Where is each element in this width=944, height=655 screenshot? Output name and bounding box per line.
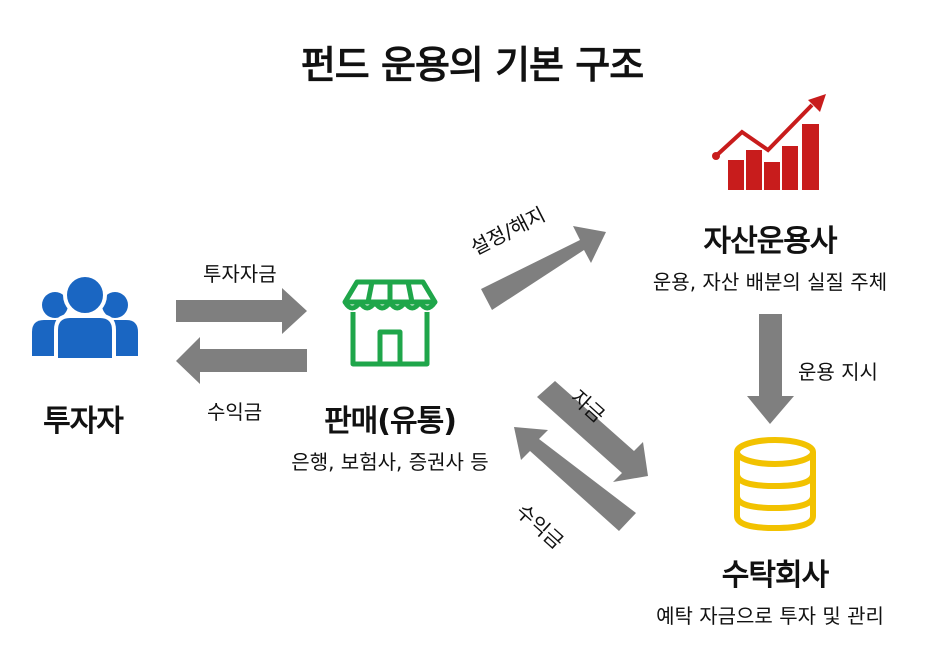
trustee-description: 예탁 자금으로 투자 및 관리 (656, 604, 884, 628)
arrow-sales-to-manager (481, 226, 606, 310)
bar-chart-growth-icon (712, 94, 826, 190)
flow-label-instruction: 운용 지시 (798, 360, 878, 384)
storefront-icon (342, 279, 438, 367)
flow-label-investment: 투자자금 (203, 262, 277, 286)
investor-label: 투자자 (43, 404, 124, 439)
trustee-label: 수탁회사 (721, 558, 829, 593)
arrow-invest-to-sales (176, 288, 307, 334)
sales-label: 판매(유통) (324, 404, 457, 439)
sales-description: 은행, 보험사, 증권사 등 (291, 450, 489, 474)
arrow-return-to-sales (514, 427, 636, 531)
asset-manager-label: 자산운용사 (703, 224, 838, 259)
database-icon (734, 437, 816, 532)
arrow-return-to-investor (176, 337, 307, 384)
flow-label-return-investor: 수익금 (207, 400, 263, 424)
people-group-icon (32, 273, 138, 362)
arrow-manager-to-trustee (747, 314, 794, 424)
asset-manager-description: 운용, 자산 배분의 실질 주체 (652, 270, 888, 294)
diagram-title: 펀드 운용의 기본 구조 (300, 43, 644, 87)
arrow-funds-to-trustee (537, 381, 648, 482)
